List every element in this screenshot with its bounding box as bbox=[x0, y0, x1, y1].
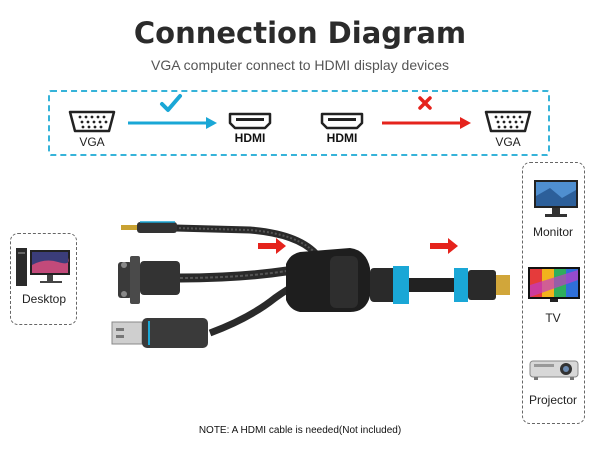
check-icon bbox=[160, 94, 182, 112]
desktop-label: Desktop bbox=[21, 292, 67, 306]
source-device-box bbox=[10, 233, 77, 325]
hdmi-port-icon bbox=[228, 112, 272, 130]
page-title: Connection Diagram bbox=[133, 16, 467, 50]
cross-icon bbox=[418, 96, 432, 110]
projector-icon bbox=[529, 360, 579, 380]
page-subtitle: VGA computer connect to HDMI display dev… bbox=[150, 57, 450, 73]
tv-icon bbox=[528, 267, 580, 302]
vga-port-icon bbox=[484, 110, 532, 133]
hdmi-port-icon bbox=[320, 112, 364, 130]
vga-source-label: VGA bbox=[79, 135, 105, 149]
monitor-label: Monitor bbox=[532, 225, 573, 239]
supported-arrow-icon bbox=[128, 117, 217, 129]
compatibility-panel bbox=[48, 90, 550, 156]
projector-label: Projector bbox=[528, 393, 578, 407]
unsupported-arrow-icon bbox=[382, 117, 471, 129]
vga-target-label: VGA bbox=[495, 135, 521, 149]
hdmi-source-label: HDMI bbox=[326, 131, 358, 145]
display-devices-box bbox=[522, 162, 585, 424]
note-text: NOTE: A HDMI cable is needed(Not include… bbox=[198, 425, 402, 436]
hdmi-target-label: HDMI bbox=[234, 131, 266, 145]
tv-label: TV bbox=[545, 311, 561, 325]
cable-assembly bbox=[111, 221, 510, 348]
vga-port-icon bbox=[68, 110, 116, 133]
monitor-icon bbox=[534, 180, 578, 217]
desktop-icon bbox=[16, 248, 70, 286]
